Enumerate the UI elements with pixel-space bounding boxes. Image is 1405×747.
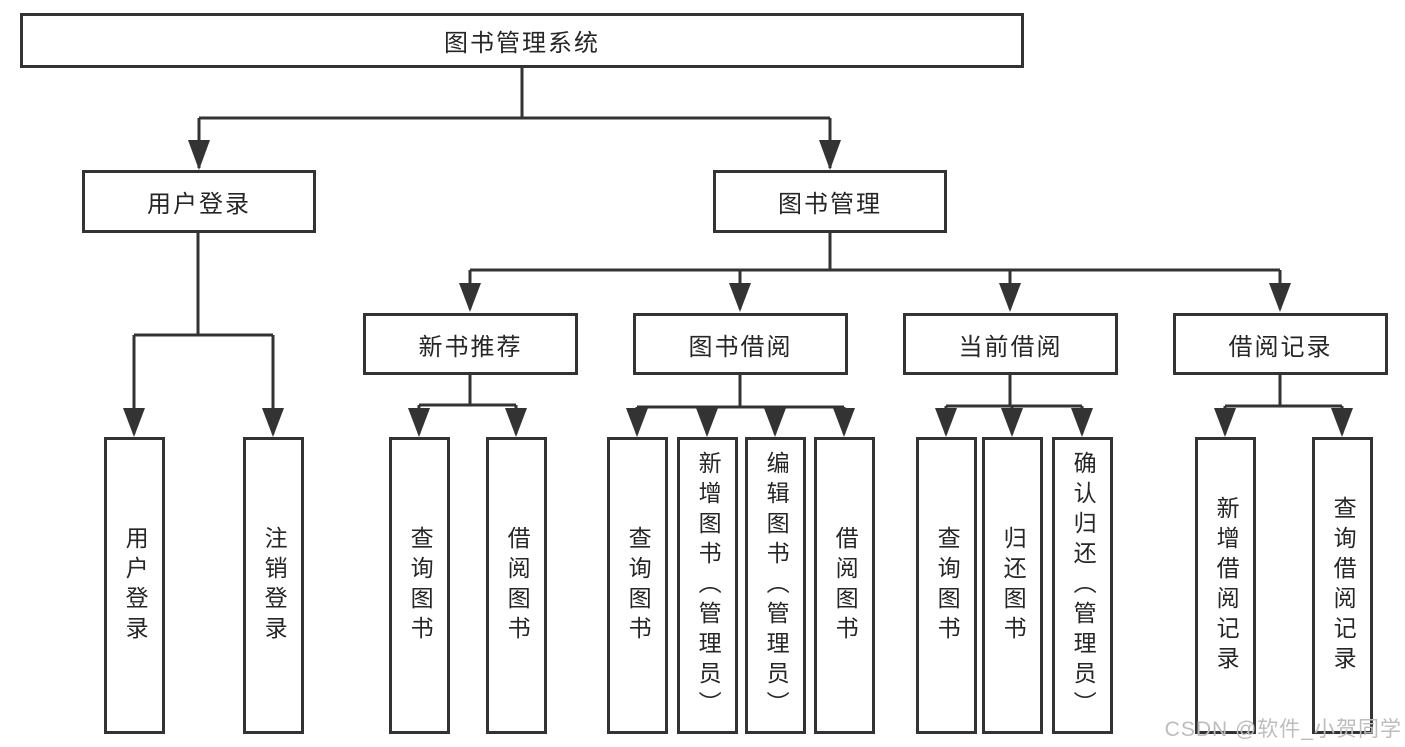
- node-label: 查询借阅记录: [1330, 495, 1357, 676]
- node-label: 借阅图书: [504, 525, 531, 646]
- node-label: 新增图书（管理员）: [695, 450, 722, 721]
- leaf-add-borrow-record: 新增借阅记录: [1195, 437, 1256, 734]
- node-label: 确认归还（管理员）: [1070, 450, 1097, 721]
- leaf-confirm-return-admin: 确认归还（管理员）: [1052, 437, 1113, 734]
- node-label: 查询图书: [625, 525, 652, 646]
- node-label: 归还图书: [1000, 525, 1027, 646]
- leaf-query-book-recommend: 查询图书: [389, 437, 450, 734]
- leaf-return-book: 归还图书: [982, 437, 1043, 734]
- leaf-user-login: 用户登录: [104, 437, 165, 734]
- node-label: 图书管理: [778, 191, 882, 218]
- leaf-add-book-admin: 新增图书（管理员）: [677, 437, 738, 734]
- leaf-borrow-book-recommend: 借阅图书: [486, 437, 547, 734]
- node-new-book-recommend: 新书推荐: [363, 313, 578, 375]
- node-label: 图书借阅: [688, 333, 793, 361]
- node-root-system: 图书管理系统: [20, 13, 1024, 68]
- node-label: 借阅记录: [1228, 333, 1333, 361]
- node-label: 新书推荐: [418, 333, 523, 361]
- watermark: CSDN @软件_小贺同学: [1164, 718, 1402, 741]
- node-borrow-record: 借阅记录: [1173, 313, 1388, 375]
- node-current-borrow: 当前借阅: [903, 313, 1118, 375]
- node-book-management: 图书管理: [713, 170, 947, 233]
- node-label: 用户登录: [122, 525, 149, 646]
- node-label: 注销登录: [261, 525, 288, 646]
- node-label: 借阅图书: [832, 525, 859, 646]
- leaf-borrow-book-borrow: 借阅图书: [814, 437, 875, 734]
- node-label: 当前借阅: [958, 333, 1063, 361]
- node-label: 查询图书: [934, 525, 961, 646]
- node-label: 用户登录: [147, 191, 251, 218]
- leaf-query-book-current: 查询图书: [916, 437, 977, 734]
- node-book-borrow: 图书借阅: [633, 313, 848, 375]
- node-label: 查询图书: [407, 525, 434, 646]
- node-label: 编辑图书（管理员）: [763, 450, 790, 721]
- node-label: 新增借阅记录: [1213, 495, 1240, 676]
- node-label: 图书管理系统: [444, 30, 600, 57]
- leaf-query-borrow-record: 查询借阅记录: [1312, 437, 1373, 734]
- leaf-edit-book-admin: 编辑图书（管理员）: [745, 437, 806, 734]
- leaf-logout: 注销登录: [243, 437, 304, 734]
- leaf-query-book-borrow: 查询图书: [607, 437, 668, 734]
- node-user-login: 用户登录: [82, 170, 316, 233]
